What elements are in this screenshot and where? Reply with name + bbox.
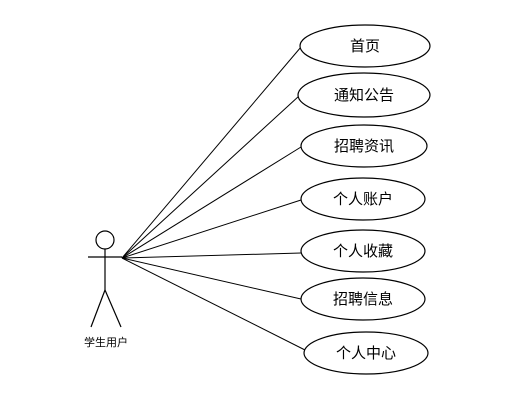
use-case-personal-account[interactable]: 个人账户 — [300, 177, 426, 221]
use-case-first-page[interactable]: 首页 — [299, 24, 431, 68]
use-case-ellipse — [303, 331, 429, 375]
actor-head — [95, 230, 115, 250]
association-line-3 — [121, 199, 302, 259]
use-case-ellipse — [299, 24, 431, 68]
use-case-ellipse — [300, 229, 426, 273]
association-line-5 — [121, 257, 302, 300]
actor-student-user: 学生用户 — [84, 230, 128, 349]
actor-left-leg — [90, 289, 106, 328]
actor-right-leg — [104, 289, 122, 328]
use-case-recruit-news[interactable]: 招聘资讯 — [300, 124, 428, 168]
use-case-label: 招聘资讯 — [334, 137, 394, 155]
use-case-label: 首页 — [350, 37, 380, 55]
actor-label: 学生用户 — [84, 335, 128, 349]
association-lines — [121, 46, 306, 351]
use-case-ellipse — [297, 72, 431, 118]
use-case-label: 个人账户 — [333, 190, 393, 208]
use-case-notice[interactable]: 通知公告 — [297, 72, 431, 118]
association-line-6 — [121, 257, 306, 351]
use-case-ellipse — [300, 124, 428, 168]
use-case-label: 个人收藏 — [333, 242, 393, 260]
association-line-1 — [121, 95, 300, 259]
association-line-0 — [121, 46, 302, 259]
use-case-ellipse — [300, 277, 426, 321]
use-case-personal-favorites[interactable]: 个人收藏 — [300, 229, 426, 273]
use-case-label: 通知公告 — [334, 86, 394, 104]
association-line-2 — [121, 146, 302, 259]
use-case-ellipse — [300, 177, 426, 221]
use-case-label: 个人中心 — [336, 344, 396, 362]
use-case-label: 招聘信息 — [333, 290, 393, 308]
association-line-4 — [121, 252, 302, 259]
use-case-recruit-info[interactable]: 招聘信息 — [300, 277, 426, 321]
use-case-personal-center[interactable]: 个人中心 — [303, 331, 429, 375]
